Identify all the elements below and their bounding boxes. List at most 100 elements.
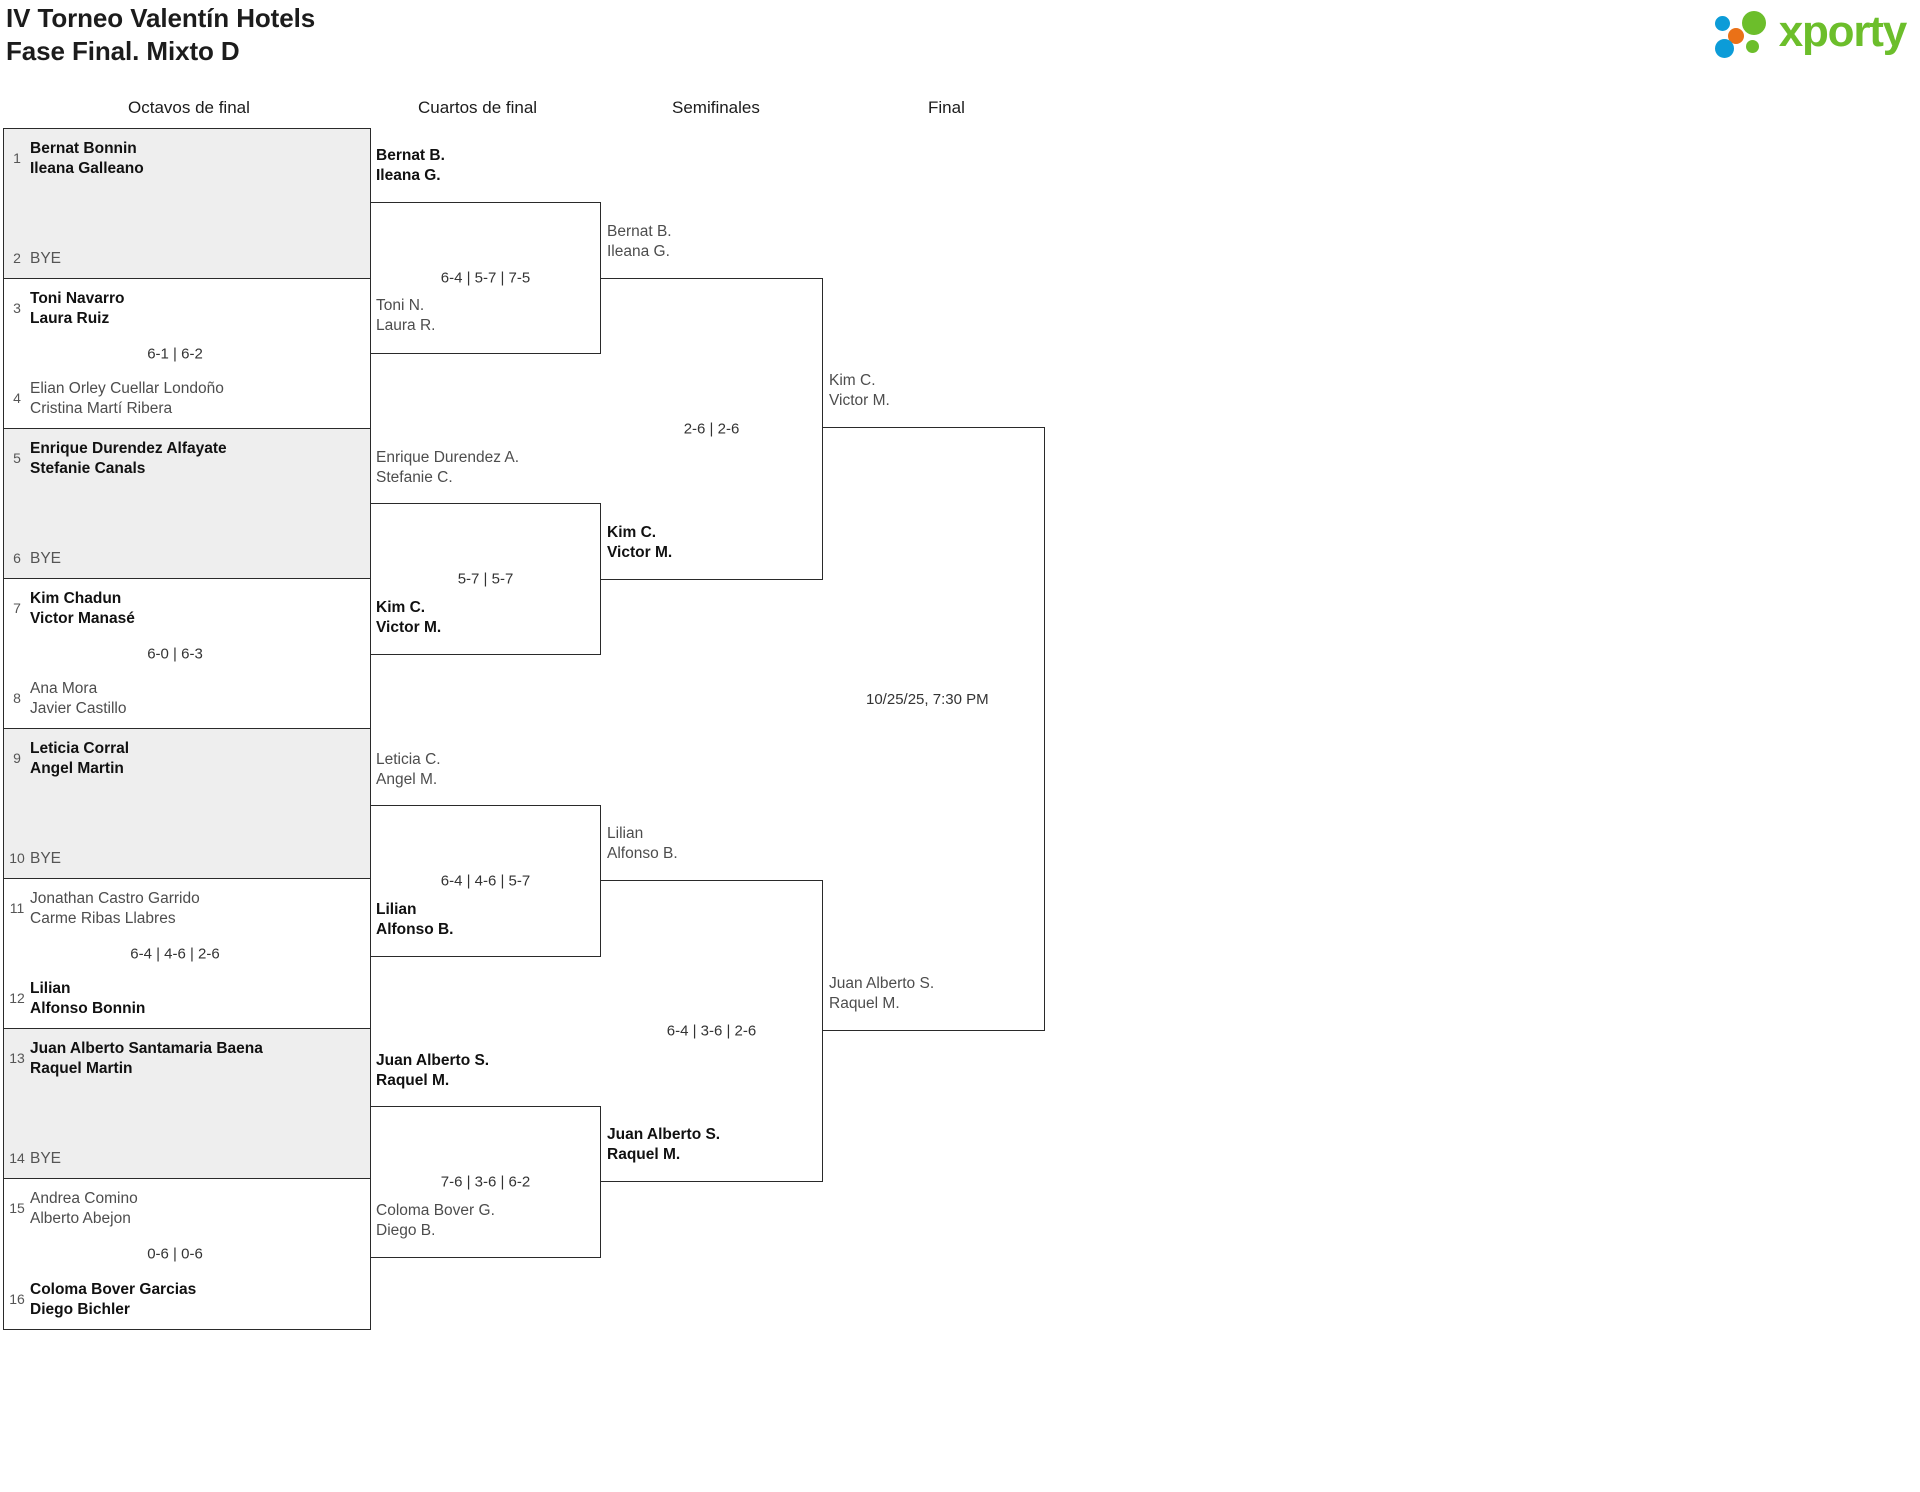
final-team-bottom: Juan Alberto S. Raquel M.: [829, 974, 934, 1013]
player-name: Ana Mora: [30, 680, 98, 697]
player-name: Enrique Durendez Alfayate: [30, 440, 227, 457]
qf-3-team-top: Leticia C. Angel M.: [376, 750, 441, 789]
sf-1-team-bottom-p2: Victor M.: [607, 543, 673, 561]
sf-2-score: 6-4 | 3-6 | 2-6: [666, 1022, 757, 1040]
bye-label: BYE: [30, 250, 62, 267]
player-name: Juan Alberto Santamaria Baena: [30, 1040, 263, 1057]
player-name: Jonathan Castro Garrido: [30, 890, 200, 907]
sf-1-team-top-p1: Bernat B.: [607, 223, 672, 240]
sf-2-team-top: Lilian Alfonso B.: [607, 824, 678, 863]
final-datetime: 10/25/25, 7:30 PM: [866, 691, 989, 708]
qf-4-team-top-p1: Juan Alberto S.: [376, 1052, 490, 1069]
seed-number: 8: [13, 690, 21, 706]
player-name: Victor Manasé: [30, 609, 135, 627]
qf-2-team-top: Enrique Durendez A. Stefanie C.: [376, 448, 519, 487]
qf-1-team-bottom: Toni N. Laura R.: [376, 296, 435, 335]
seed-number: 5: [13, 450, 21, 466]
qf-1-team-bottom-p1: Toni N.: [376, 297, 425, 314]
sf-1-score: 2-6 | 2-6: [683, 420, 740, 438]
qf-2-team-bottom-p2: Victor M.: [376, 618, 442, 636]
seed-number: 11: [9, 900, 25, 916]
bye-label: BYE: [30, 1150, 62, 1167]
tournament-name: IV Torneo Valentín Hotels: [6, 3, 316, 33]
qf-3-team-bottom-p1: Lilian: [376, 901, 417, 918]
player-name: Alfonso Bonnin: [30, 999, 146, 1017]
page-title: IV Torneo Valentín Hotels Fase Final. Mi…: [6, 2, 315, 69]
qf-3-team-bottom-p2: Alfonso B.: [376, 920, 454, 938]
qf-3-score: 6-4 | 4-6 | 5-7: [440, 872, 531, 890]
seed-number: 4: [13, 390, 21, 406]
seed-number: 6: [13, 550, 21, 566]
xporty-logo[interactable]: xporty: [1714, 7, 1907, 60]
qf-1-team-top-p2: Ileana G.: [376, 166, 441, 184]
seed-number: 14: [9, 1150, 25, 1166]
player-name: Leticia Corral: [30, 740, 130, 757]
qf-2-team-bottom-p1: Kim C.: [376, 599, 426, 616]
qf-3-team-top-p1: Leticia C.: [376, 751, 441, 768]
sf-2-team-top-p1: Lilian: [607, 825, 644, 842]
seed-number: 15: [9, 1200, 25, 1216]
qf-4-team-bottom-p2: Diego B.: [376, 1221, 436, 1239]
player-name: Laura Ruiz: [30, 309, 110, 327]
player-name: Diego Bichler: [30, 1300, 130, 1318]
final-team-top: Kim C. Victor M.: [829, 371, 890, 410]
qf-4-team-top-p2: Raquel M.: [376, 1071, 450, 1089]
final-team-top-p1: Kim C.: [829, 372, 876, 389]
player-name: Lilian: [30, 980, 71, 997]
connector-final: [823, 427, 1045, 1031]
seed-number: 16: [9, 1291, 25, 1307]
player-name: Ileana Galleano: [30, 159, 144, 177]
player-name: Cristina Martí Ribera: [30, 399, 173, 417]
sf-1-team-top: Bernat B. Ileana G.: [607, 222, 672, 261]
r1-match-6-score: 6-4 | 4-6 | 2-6: [130, 945, 220, 962]
sf-1-team-top-p2: Ileana G.: [607, 242, 670, 260]
qf-2-team-top-p2: Stefanie C.: [376, 468, 453, 486]
logo-dots-icon: [1714, 8, 1773, 60]
final-team-bottom-p1: Juan Alberto S.: [829, 975, 935, 992]
qf-4-team-top: Juan Alberto S. Raquel M.: [376, 1051, 489, 1090]
seed-number: 13: [9, 1050, 25, 1066]
qf-4-score: 7-6 | 3-6 | 6-2: [440, 1173, 531, 1191]
sf-1-team-bottom: Kim C. Victor M.: [607, 523, 672, 562]
player-name: Coloma Bover Garcias: [30, 1281, 197, 1298]
sf-2-team-bottom: Juan Alberto S. Raquel M.: [607, 1125, 720, 1164]
r1-match-2-score: 6-1 | 6-2: [147, 345, 203, 362]
qf-3-team-bottom: Lilian Alfonso B.: [376, 900, 454, 939]
seed-number: 9: [13, 750, 21, 766]
player-name: Stefanie Canals: [30, 459, 146, 477]
r1-match-1-bottom: 2 BYE: [4, 249, 370, 268]
round-header-final: Final: [928, 98, 965, 117]
seed-number: 10: [9, 850, 25, 866]
seed-number: 2: [13, 250, 21, 266]
seed-number: 12: [9, 990, 25, 1006]
player-name: Carme Ribas Llabres: [30, 909, 176, 927]
r1-match-8-score: 0-6 | 0-6: [147, 1245, 203, 1263]
logo-wordmark: xporty: [1778, 7, 1907, 56]
tournament-phase: Fase Final. Mixto D: [6, 36, 240, 67]
qf-2-score: 5-7 | 5-7: [457, 570, 514, 588]
sf-1-team-bottom-p1: Kim C.: [607, 524, 657, 541]
final-team-bottom-p2: Raquel M.: [829, 994, 900, 1012]
